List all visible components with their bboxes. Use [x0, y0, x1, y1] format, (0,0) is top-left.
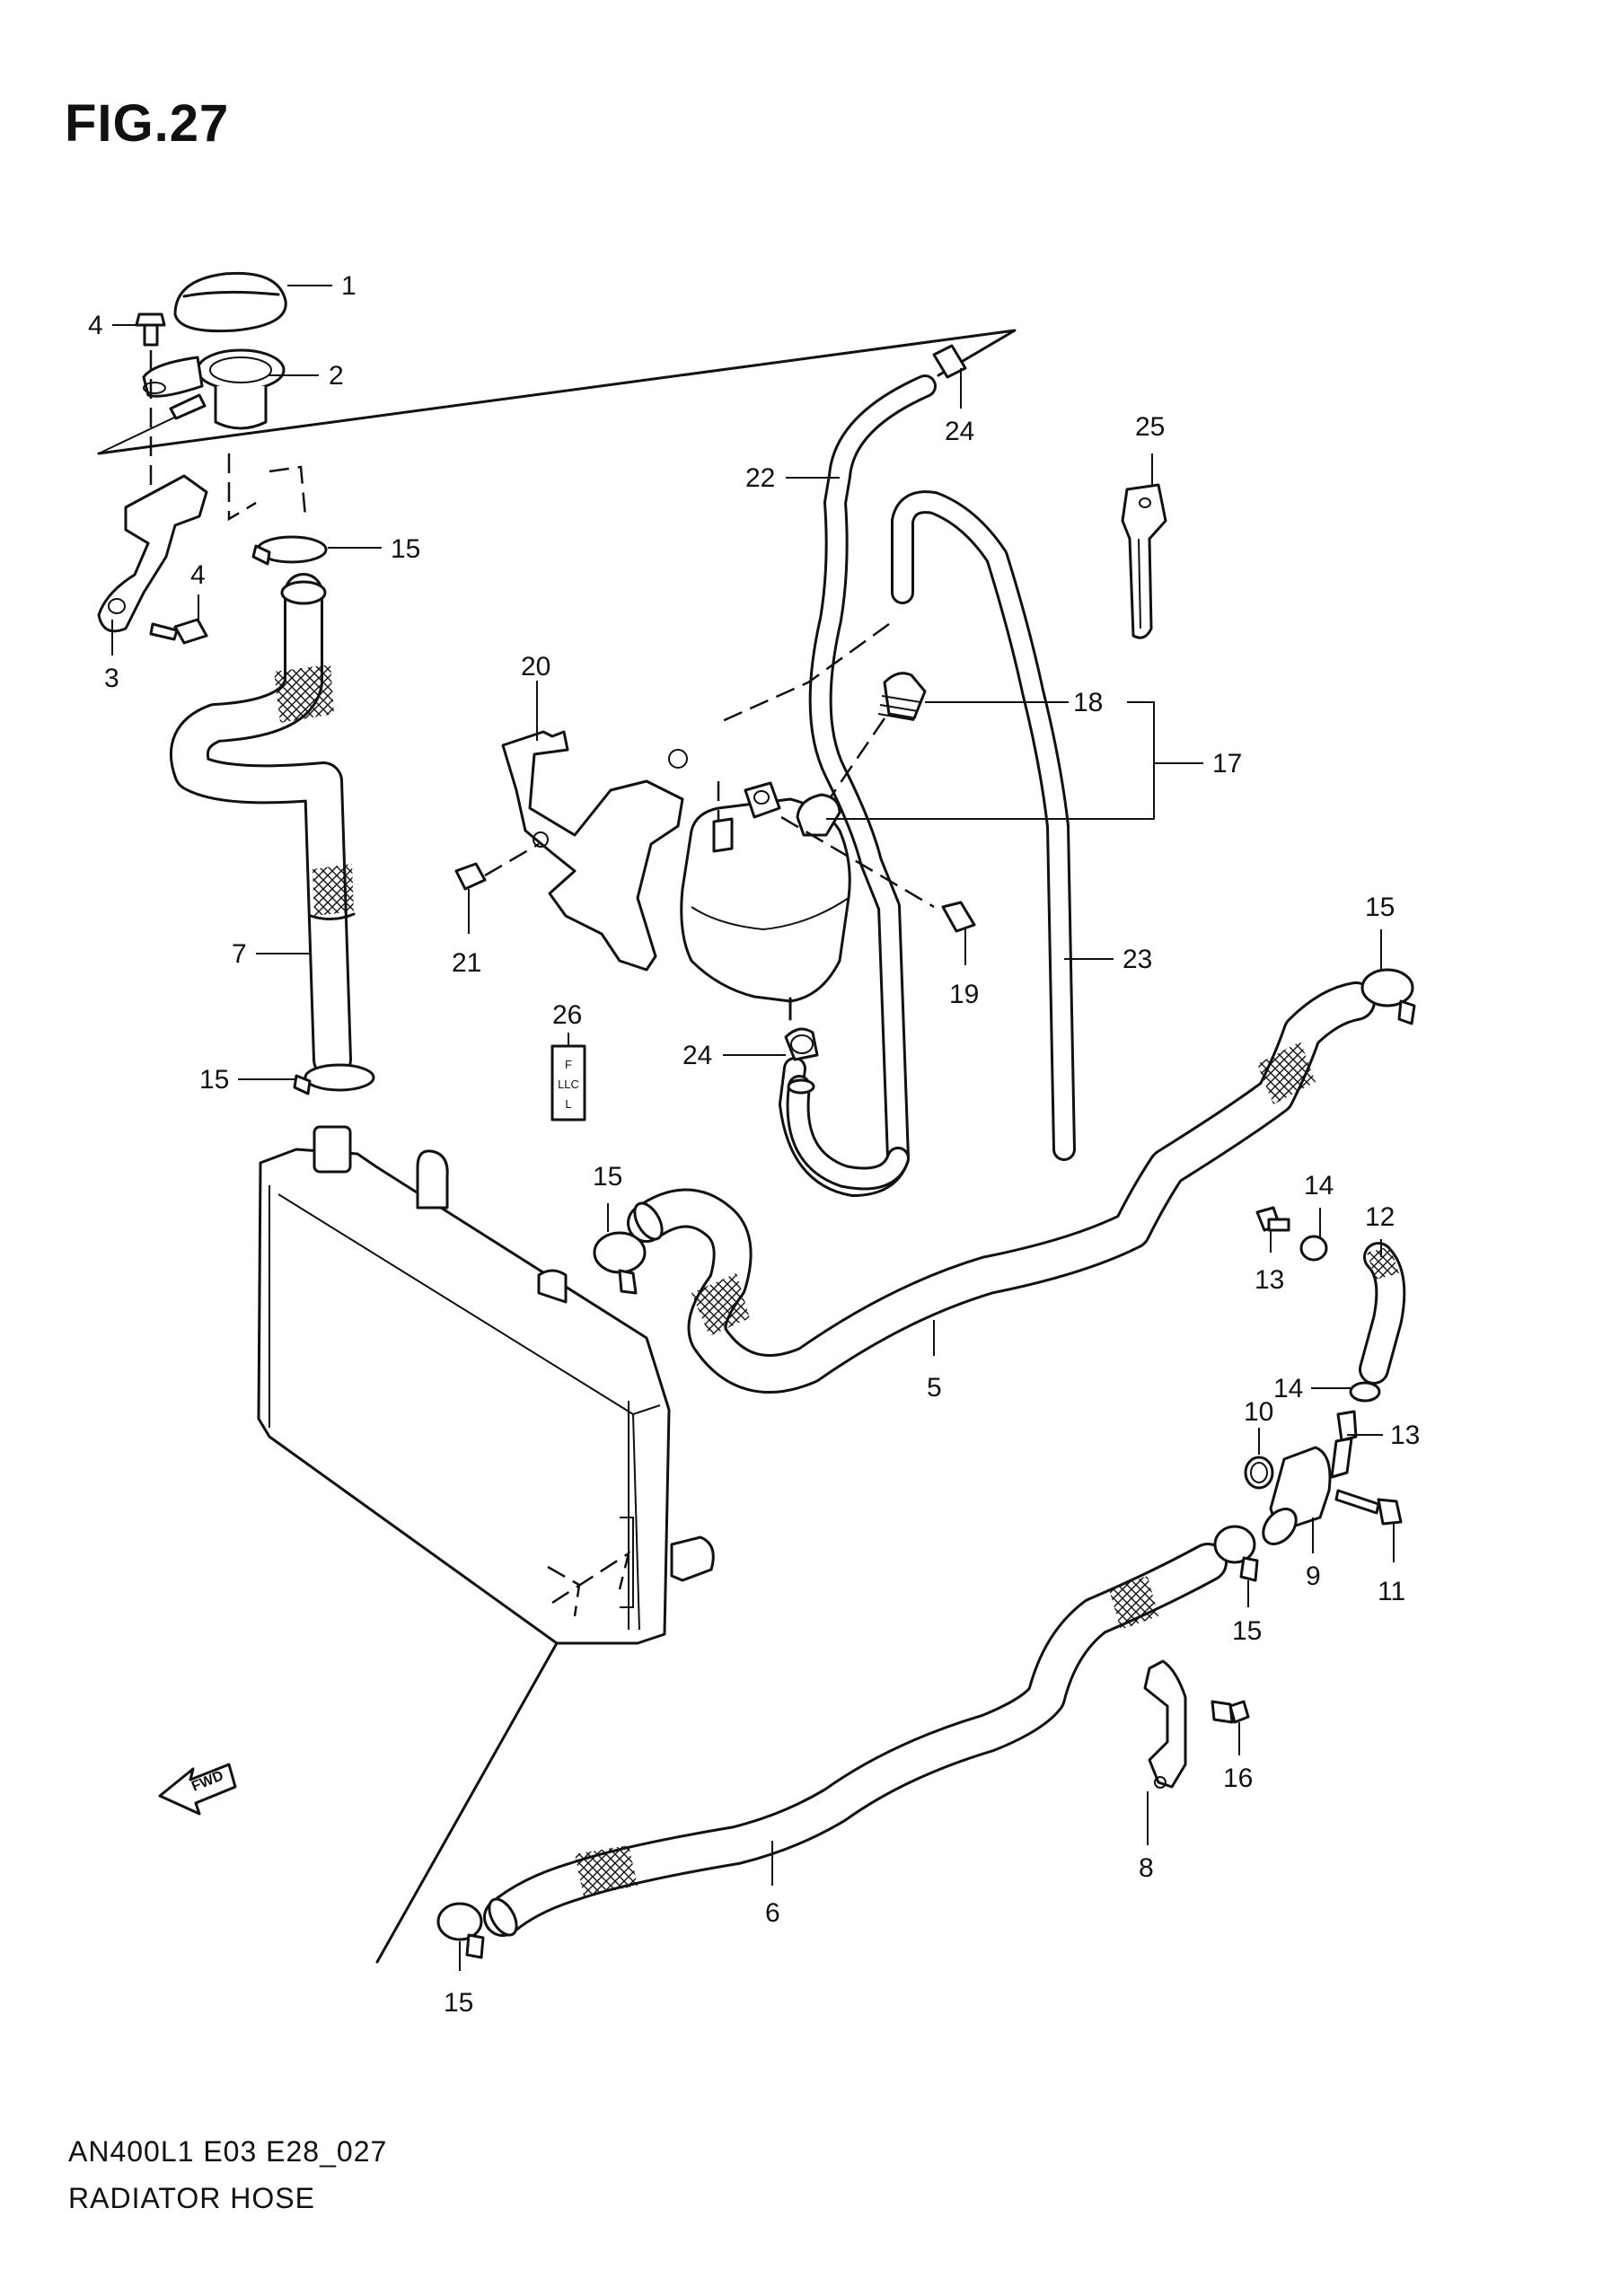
hose-clamp — [1213, 1525, 1259, 1582]
callout-number: 2 — [329, 361, 344, 391]
bolt — [941, 901, 976, 933]
callout-number: 15 — [1365, 893, 1395, 922]
figure-name: RADIATOR HOSE — [68, 2182, 315, 2214]
callout-number: 13 — [1255, 1265, 1284, 1295]
hose-clamp — [784, 1027, 819, 1061]
thermostat-housing — [1262, 1446, 1332, 1545]
o-ring — [1244, 1456, 1274, 1490]
hose-6 — [483, 1543, 1228, 1937]
fitting — [1330, 1410, 1358, 1479]
hose-12 — [1359, 1242, 1406, 1385]
callout-number: 17 — [1212, 749, 1242, 779]
label-card-line: L — [565, 1097, 571, 1111]
hose-7 — [170, 573, 356, 1079]
bolt — [135, 312, 166, 503]
leader-line — [375, 1641, 559, 1964]
callout-number: 23 — [1123, 945, 1152, 974]
callout-number: 25 — [1135, 412, 1165, 442]
reservoir-bracket — [501, 730, 688, 972]
callout-number: 4 — [190, 560, 206, 590]
coolant-label-card: F LLC L — [550, 1044, 586, 1122]
callout-number: 14 — [1273, 1374, 1303, 1403]
reservoir-tank — [680, 781, 935, 1021]
callout-number: 16 — [1223, 1764, 1253, 1793]
radiator-cap — [173, 271, 287, 333]
callout-number: 15 — [593, 1162, 622, 1192]
label-card-line: F — [565, 1058, 572, 1071]
strap — [1121, 483, 1167, 639]
hose-clamp — [932, 344, 967, 379]
callout-number: 15 — [444, 1988, 473, 2018]
callout-number: 8 — [1139, 1853, 1154, 1883]
fwd-arrow-icon: FWD — [158, 1763, 237, 1816]
bolt — [1211, 1700, 1250, 1724]
callout-number: 15 — [391, 534, 420, 564]
figure-title: FIG.27 — [65, 94, 230, 153]
callout-number: 14 — [1304, 1171, 1334, 1201]
callout-number: 15 — [1232, 1616, 1262, 1646]
callout-number: 24 — [682, 1041, 712, 1070]
hose-5 — [627, 981, 1376, 1394]
hose-clamp — [293, 1063, 375, 1095]
bolt — [454, 842, 540, 891]
callout-number: 18 — [1073, 688, 1103, 717]
callout-number: 20 — [521, 652, 550, 682]
callout-number: 21 — [452, 948, 481, 978]
hose-clamp — [1299, 1235, 1328, 1262]
label-card-line: LLC — [558, 1078, 579, 1091]
bolt — [1334, 1489, 1403, 1526]
callout-number: 11 — [1378, 1577, 1405, 1606]
callout-number: 15 — [199, 1065, 229, 1095]
callout-number: 7 — [232, 939, 247, 969]
callout-number: 3 — [104, 664, 119, 693]
callouts: 1 4 2 15 4 3 7 15 22 24 25 20 18 17 21 1… — [88, 271, 1420, 2018]
callout-number: 5 — [927, 1373, 942, 1403]
radiator — [257, 1125, 715, 1645]
hose-short — [786, 1075, 910, 1191]
hose-clamp — [436, 1902, 485, 1959]
callout-number: 6 — [765, 1898, 780, 1928]
hose-23 — [891, 490, 1076, 1161]
callout-number: 19 — [949, 980, 979, 1009]
callout-number: 22 — [745, 463, 775, 493]
hose-clamp — [1360, 968, 1416, 1025]
model-code: AN400L1 E03 E28_027 — [68, 2135, 388, 2168]
callout-number: 9 — [1306, 1561, 1321, 1591]
hose-bracket — [1143, 1659, 1187, 1789]
reservoir-cap — [824, 672, 927, 805]
filler-neck — [142, 348, 286, 430]
callout-number: 24 — [945, 417, 974, 446]
hose-clamp — [593, 1231, 647, 1295]
callout-number: 1 — [341, 271, 357, 301]
hose-clamp — [251, 535, 328, 566]
callout-number: 26 — [552, 1000, 582, 1030]
callout-number: 12 — [1365, 1202, 1395, 1232]
leader-line — [718, 622, 890, 725]
callout-number: 10 — [1244, 1397, 1273, 1427]
cap-bracket — [97, 453, 307, 633]
callout-number: 4 — [88, 311, 103, 340]
fitting — [1255, 1206, 1290, 1232]
callout-number: 13 — [1390, 1421, 1420, 1450]
bolt — [149, 618, 208, 645]
hose-clamp — [1349, 1381, 1381, 1403]
